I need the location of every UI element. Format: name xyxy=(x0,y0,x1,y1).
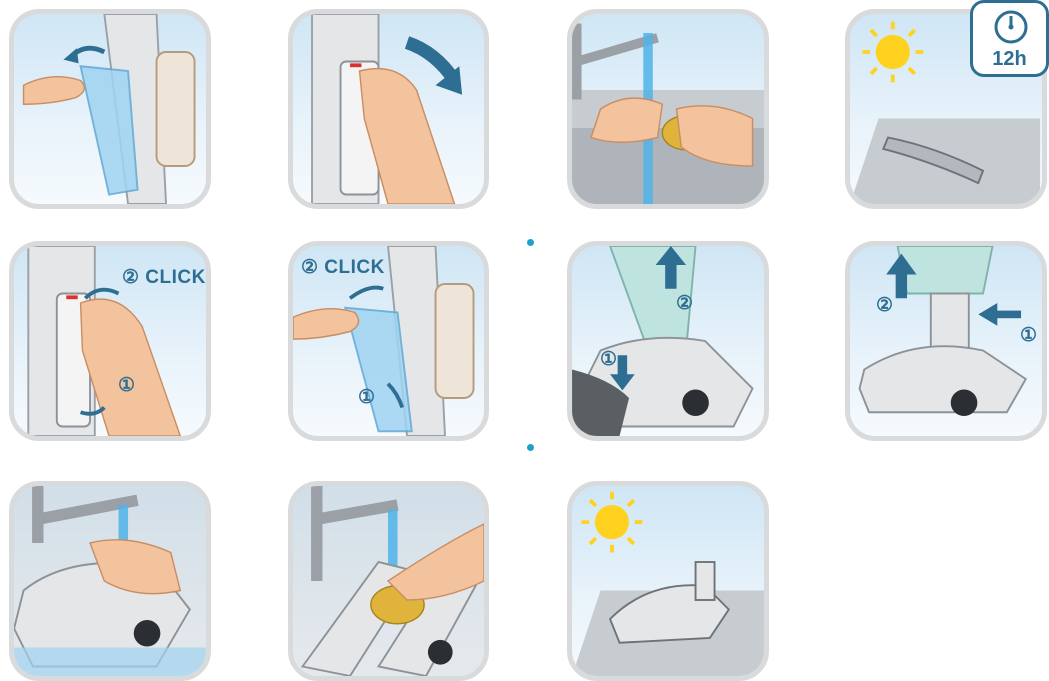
click-label: ② CLICK xyxy=(122,266,206,289)
detach-nozzle-illustration xyxy=(572,246,764,436)
timer-label: 12h xyxy=(973,48,1046,71)
step-marker-2: ② xyxy=(876,294,894,317)
lift-nozzle-illustration xyxy=(850,246,1042,436)
step-remove-cartridge-panel xyxy=(288,9,489,209)
timer-badge: 12h xyxy=(970,0,1049,77)
step-marker: ① xyxy=(358,386,376,409)
step-rinse-filter-panel xyxy=(567,9,769,209)
sun-icon xyxy=(582,492,643,553)
clean-rollers-sponge-illustration xyxy=(293,486,484,676)
step-marker-1: ① xyxy=(1020,324,1038,347)
step-rinse-nozzle-panel xyxy=(9,481,211,681)
step-detach-nozzle-panel: ① ② xyxy=(567,241,769,441)
step-dry-nozzle-panel xyxy=(567,481,769,681)
separator-dot-top xyxy=(527,239,534,246)
step-reinsert-cartridge-panel: ② CLICK ① xyxy=(9,241,211,441)
rinse-nozzle-illustration xyxy=(14,486,206,676)
step-reinsert-water-tank-panel: ② CLICK ① xyxy=(288,241,489,441)
separator-dot-bottom xyxy=(527,444,534,451)
step-marker: ① xyxy=(118,374,136,397)
step-clean-rollers-sponge-panel xyxy=(288,481,489,681)
rinse-filter-illustration xyxy=(572,14,764,204)
step-marker-1: ① xyxy=(600,348,618,371)
step-remove-water-tank-panel xyxy=(9,9,211,209)
remove-cartridge-illustration xyxy=(293,14,484,204)
click-label: ② CLICK xyxy=(301,256,385,279)
remove-water-tank-illustration xyxy=(14,14,206,204)
dry-nozzle-illustration xyxy=(572,486,764,676)
sun-icon xyxy=(862,22,923,83)
step-lift-nozzle-panel: ① ② xyxy=(845,241,1047,441)
step-marker-2: ② xyxy=(676,292,694,315)
